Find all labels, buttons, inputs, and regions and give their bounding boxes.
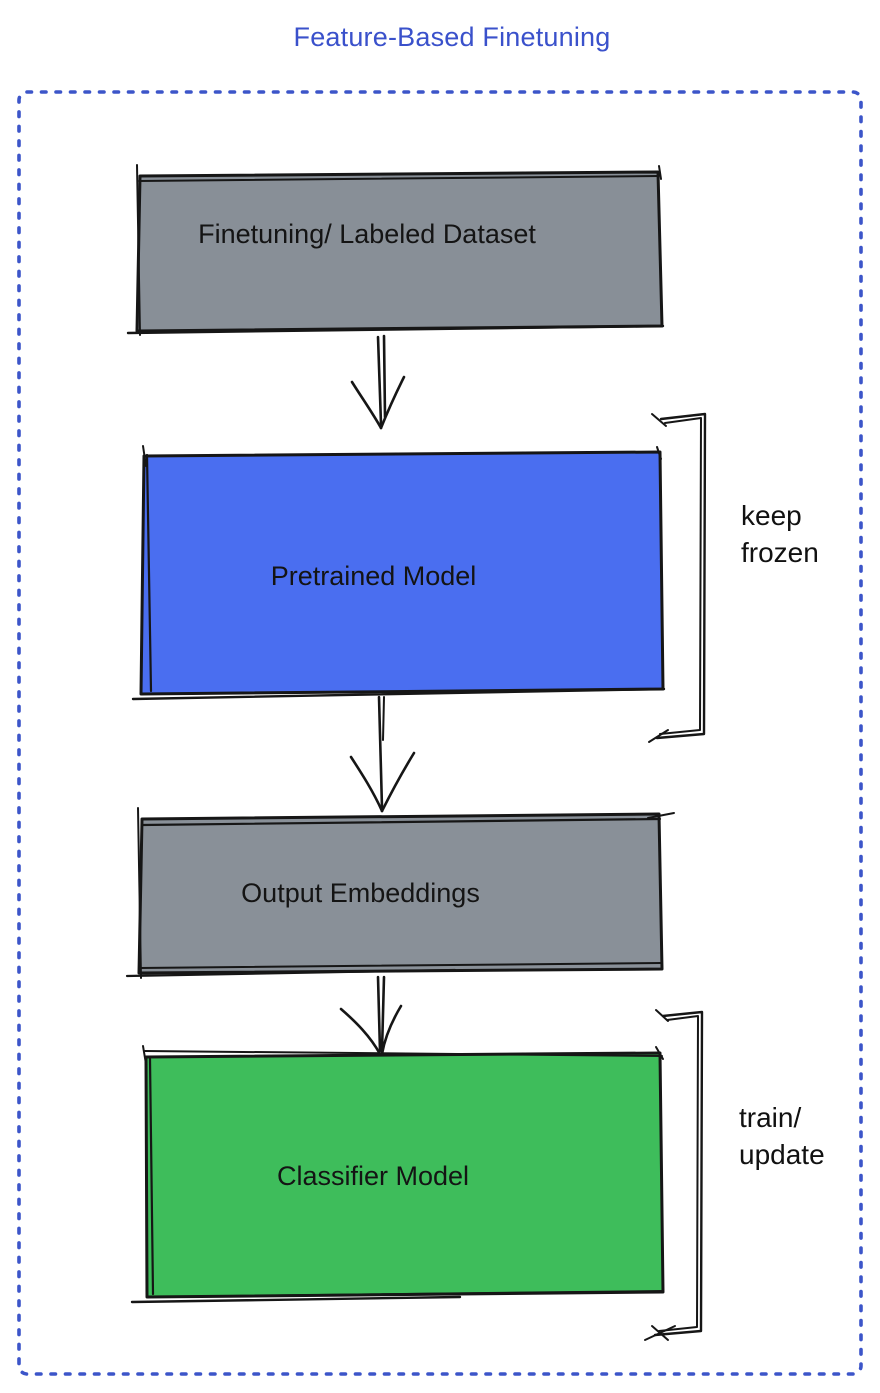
box-finetuning-dataset bbox=[126, 164, 665, 336]
box-pretrained-model bbox=[131, 445, 666, 701]
train-update-bracket bbox=[644, 1009, 704, 1341]
arrow-dataset-to-pretrained bbox=[350, 334, 406, 430]
box-output-embeddings bbox=[125, 807, 675, 979]
diagram-title: Feature-Based Finetuning bbox=[293, 22, 611, 52]
arrow-pretrained-to-embeddings bbox=[349, 695, 416, 813]
arrow-embeddings-to-classifier bbox=[339, 975, 403, 1056]
keep-frozen-bracket bbox=[648, 412, 707, 743]
box-classifier-model bbox=[130, 1045, 665, 1304]
